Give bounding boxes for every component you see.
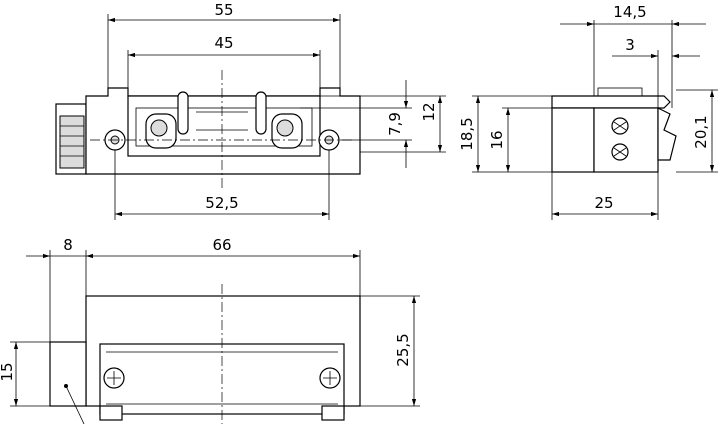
dim-label-25: 25: [594, 194, 613, 212]
dim-label-15: 15: [0, 362, 16, 381]
front-view: [55, 70, 361, 190]
top-foot-left: [99, 405, 123, 421]
dim-label-20-1: 20,1: [692, 115, 710, 148]
dim-label-18-5: 18,5: [458, 117, 476, 150]
cylinder-shading: [59, 115, 85, 169]
side-view: [551, 87, 677, 173]
side-body-right: [593, 107, 659, 173]
dim-label-16: 16: [488, 130, 506, 149]
dim-label-45: 45: [214, 34, 233, 52]
dim-label-52-5: 52,5: [205, 194, 238, 212]
dim-label-3: 3: [625, 36, 635, 54]
dim-label-8: 8: [63, 236, 73, 254]
pin-right: [255, 91, 267, 135]
top-view: [49, 284, 361, 425]
dim-label-12: 12: [420, 102, 438, 121]
dim-label-7-9: 7,9: [386, 112, 404, 136]
side-dimensions: 14,5 3 18,5 16 20,1 25: [458, 3, 718, 220]
dim-label-25-5: 25,5: [394, 333, 412, 366]
side-top-lip: [551, 95, 671, 109]
side-body-left: [551, 107, 595, 173]
pin-left: [177, 91, 189, 135]
side-latch: [657, 107, 677, 161]
top-foot-right: [321, 405, 345, 421]
top-cylinder: [49, 341, 87, 407]
front-dimensions: 55 45 52,5 7,9 12: [107, 1, 446, 220]
dim-label-55: 55: [214, 1, 233, 19]
dim-label-14-5: 14,5: [613, 3, 646, 21]
dim-label-66: 66: [212, 236, 231, 254]
top-dimensions: 8 66 15 25,5: [0, 236, 420, 407]
